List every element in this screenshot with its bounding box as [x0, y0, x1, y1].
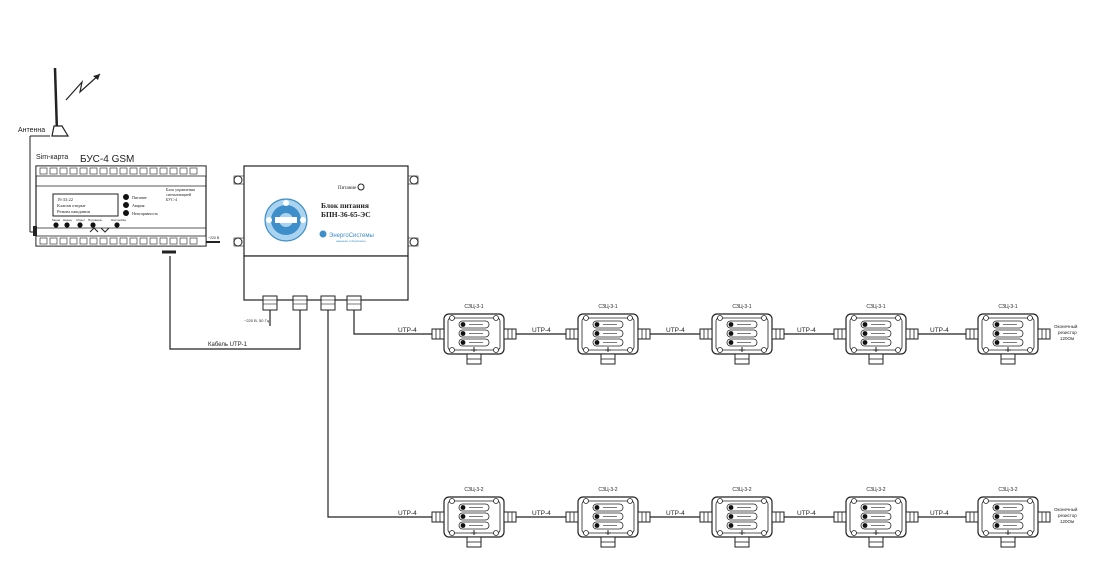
sensor-r1-1 — [431, 313, 517, 365]
terminator-r2-line2: резистор — [1058, 513, 1077, 518]
power-supply-bpn: Питание Блок питания БПН-36-65-ЭС Энерго… — [233, 165, 419, 323]
button-settings[interactable] — [114, 222, 120, 228]
sensor-row-2: СЗЦ-3-2 СЗЦ-3-2 СЗЦ-3-2 СЗЦ-3-2 СЗЦ-3-2 … — [431, 487, 1078, 548]
sensor-r2-4 — [833, 496, 919, 548]
terminator-r2-line1: Оконечный — [1054, 506, 1078, 512]
link-label-r1-1: UTP-4 — [398, 327, 417, 334]
link-label-r1-4: UTP-4 — [797, 327, 816, 334]
sensor-label-r1-3: СЗЦ-3-1 — [732, 304, 751, 310]
led-label-alarm: Авария — [132, 203, 145, 208]
lcd-display — [52, 193, 119, 217]
link-label-r2-1: UTP-4 — [398, 510, 417, 517]
controller-desc-1: Блок управления — [166, 187, 195, 192]
link-label-r2-5: UTP-4 — [930, 510, 949, 517]
controller-title: БУС-4 GSM — [80, 154, 134, 165]
link-label-r2-2: UTP-4 — [532, 510, 551, 517]
sensor-r2-2 — [565, 496, 651, 548]
arrow-down-icon[interactable] — [100, 227, 110, 233]
trunk-row2 — [327, 310, 444, 518]
terminator-r1-line3: 120Ом — [1060, 336, 1074, 341]
link-label-r2-4: UTP-4 — [797, 510, 816, 517]
antenna-mast — [53, 67, 59, 133]
sensor-r2-3 — [699, 496, 785, 548]
lcd-status: Клапан открыт — [57, 203, 86, 208]
link-label-r1-3: UTP-4 — [666, 327, 685, 334]
lcd-time: 19:33:22 — [57, 197, 73, 202]
sensor-label-r2-4: СЗЦ-3-2 — [866, 487, 885, 493]
button-label-menu: Меню — [52, 218, 61, 222]
sensor-label-r1-1: СЗЦ-3-1 — [464, 304, 483, 310]
signal-icon — [65, 73, 101, 101]
controller-power-note: ~220 В — [208, 236, 220, 240]
button-label-back: Назад — [63, 218, 72, 222]
button-label-settings: Настройка — [111, 218, 126, 222]
trunk-row1 — [353, 310, 444, 335]
cable-utp1 — [169, 256, 301, 350]
led-label-power: Питание — [132, 195, 147, 200]
sensor-label-r2-2: СЗЦ-3-2 — [598, 487, 617, 493]
led-fault — [123, 210, 129, 216]
button-back[interactable] — [64, 222, 70, 228]
psu-model: БПН-36-65-ЭС — [321, 210, 371, 219]
sensor-r1-2 — [565, 313, 651, 365]
sensor-label-r1-4: СЗЦ-3-1 — [866, 304, 885, 310]
controller-desc-2: сигнализацией — [166, 192, 192, 197]
led-label-fault: Неисправность — [132, 211, 158, 216]
psu-status-label: Питание — [338, 186, 357, 191]
sensor-r1-5 — [965, 313, 1051, 365]
sim-label: Sim-карта — [36, 154, 68, 161]
terminator-r1-line1: Оконечный — [1054, 323, 1078, 329]
controller-bus4: Антенна Sim-карта БУС-4 GSM 19:33:22 Кла… — [18, 67, 220, 247]
psu-brand: ЭнергоСистемы — [329, 233, 374, 239]
led-power — [123, 194, 129, 200]
sensor-r1-3 — [699, 313, 785, 365]
terminator-r1-line2: резистор — [1058, 330, 1077, 335]
energosystems-logo — [264, 198, 308, 242]
psu-mains-label: ~220 В, 50 Гц — [244, 318, 270, 323]
sensor-row-1: СЗЦ-3-1 СЗЦ-3-1 СЗЦ-3-1 СЗЦ-3-1 СЗЦ-3-1 … — [431, 304, 1078, 365]
sensor-label-r2-5: СЗЦ-3-2 — [998, 487, 1017, 493]
psu-title: Блок питания — [321, 201, 369, 210]
cable-label-utp1: Кабель UTP-1 — [208, 342, 248, 348]
button-reset[interactable] — [77, 222, 83, 228]
sensor-r1-4 — [833, 313, 919, 365]
antenna-label: Антенна — [18, 127, 45, 134]
sensor-r2-5 — [965, 496, 1051, 548]
button-label-reset: Сброс — [76, 218, 85, 222]
link-label-r1-2: UTP-4 — [532, 327, 551, 334]
lcd-mode: Режим ожидания — [57, 209, 90, 214]
button-menu[interactable] — [53, 222, 59, 228]
arrow-up-icon[interactable] — [89, 227, 99, 233]
button-label-confirm: Подтверж. — [88, 218, 103, 222]
button-confirm[interactable] — [90, 222, 96, 228]
link-label-r1-5: UTP-4 — [930, 327, 949, 334]
terminator-r2-line3: 120Ом — [1060, 519, 1074, 524]
led-alarm — [123, 202, 129, 208]
psu-brand-sub: надежно и безопасно — [336, 239, 366, 243]
psu-power-led — [357, 183, 365, 191]
brand-icon — [319, 230, 327, 238]
link-label-r2-3: UTP-4 — [666, 510, 685, 517]
sensor-label-r1-2: СЗЦ-3-1 — [598, 304, 617, 310]
controller-desc-3: БУС-4 — [166, 197, 177, 202]
sensor-label-r2-1: СЗЦ-3-2 — [464, 487, 483, 493]
sensor-r2-1 — [431, 496, 517, 548]
sensor-label-r1-5: СЗЦ-3-1 — [998, 304, 1017, 310]
sensor-label-r2-3: СЗЦ-3-2 — [732, 487, 751, 493]
